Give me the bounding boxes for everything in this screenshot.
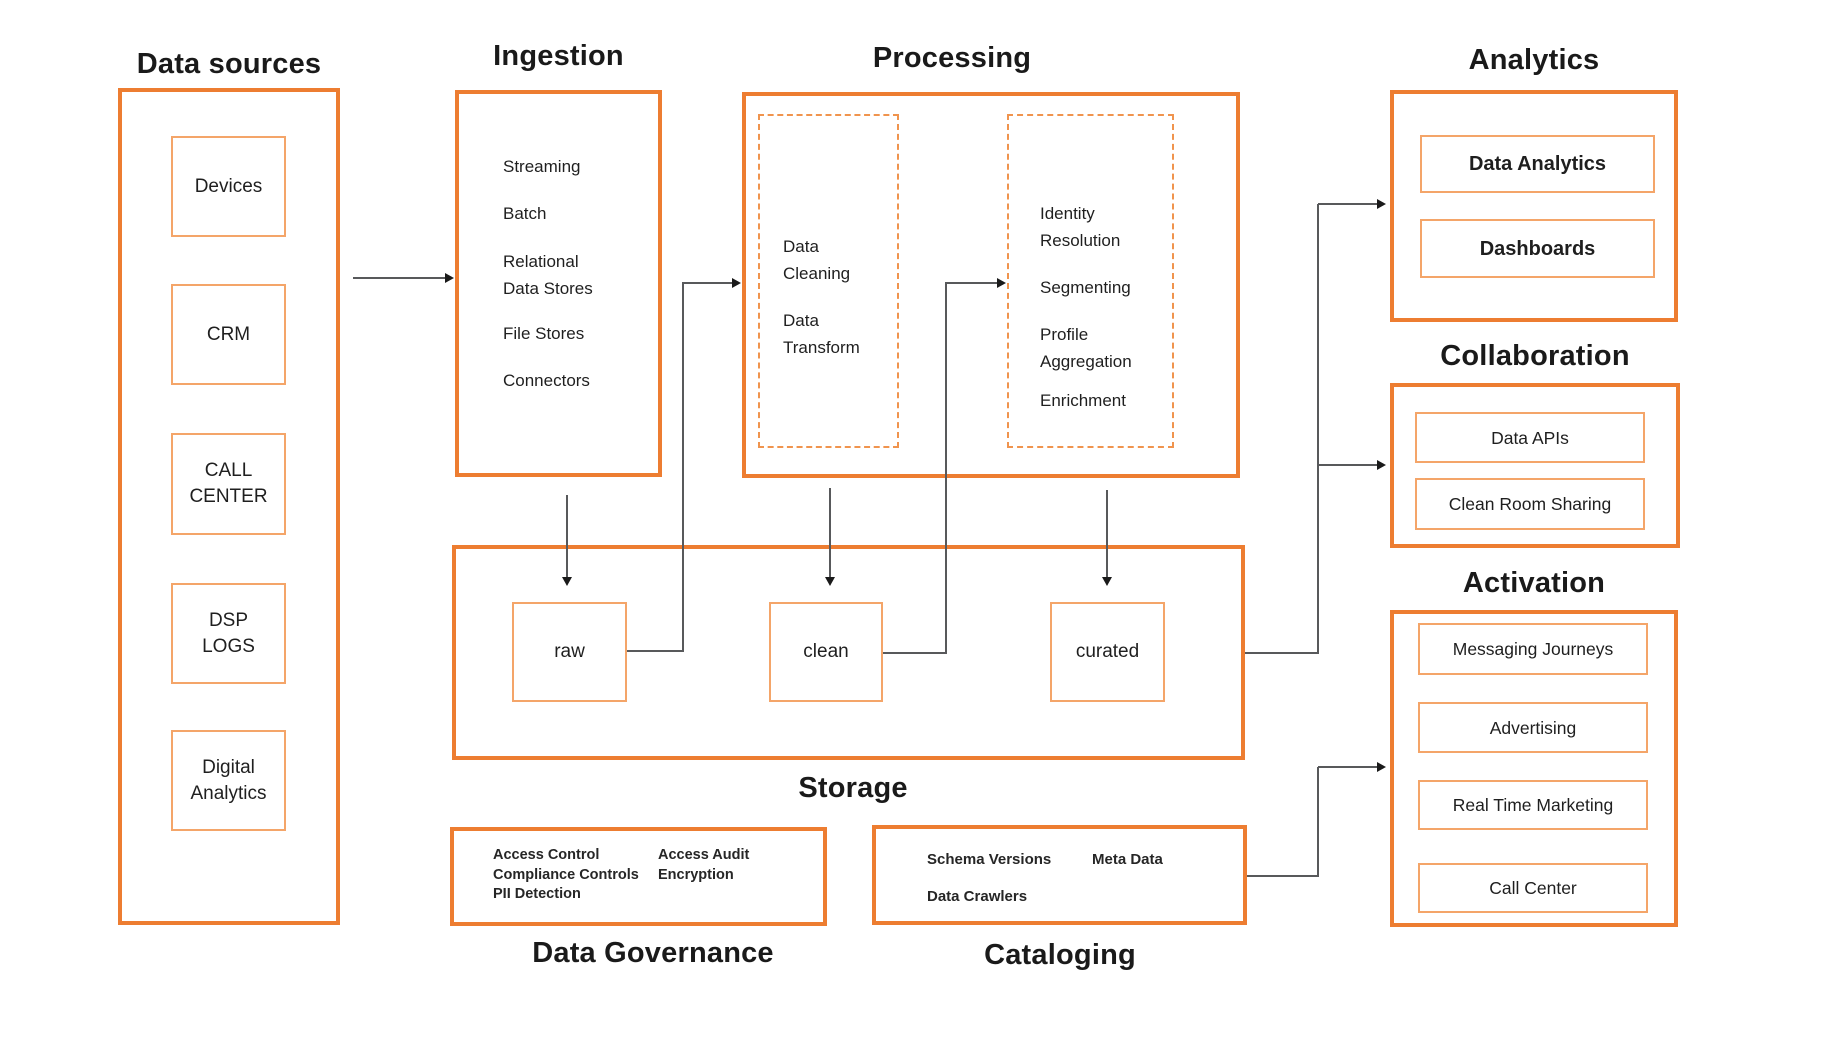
ingestion-panel: Streaming Batch Relational Data Stores F…	[455, 90, 662, 477]
processing-title: Processing	[872, 42, 1032, 74]
collaboration-box-data-apis: Data APIs	[1415, 412, 1645, 463]
governance-right-items: Access Audit Encryption	[658, 847, 750, 883]
ingestion-item-streaming: Streaming	[503, 157, 581, 176]
processing-item-segmenting: Segmenting	[1040, 278, 1131, 297]
storage-zone-curated: curated	[1050, 602, 1165, 702]
cataloging-panel: Schema Versions Meta Data Data Crawlers	[872, 825, 1247, 925]
connector-cataloging-elbow-h1	[1247, 875, 1319, 877]
processing-identity-dashed-box	[1007, 114, 1174, 448]
storage-title: Storage	[798, 772, 908, 804]
analytics-box-data-analytics: Data Analytics	[1420, 135, 1655, 193]
arrow-processing-to-clean	[825, 577, 835, 586]
arrow-processing-to-curated	[1102, 577, 1112, 586]
collaboration-panel: Data APIs Clean Room Sharing	[1390, 383, 1680, 548]
activation-box-advertising: Advertising	[1418, 702, 1648, 753]
source-box-devices: Devices	[171, 136, 286, 237]
source-label: CALL CENTER	[189, 460, 268, 507]
arrow-trunk-to-analytics	[1377, 199, 1386, 209]
arrow-ingestion-to-raw	[562, 577, 572, 586]
zone-label: raw	[554, 641, 585, 662]
data-governance-panel: Access Control Compliance Controls PII D…	[450, 827, 827, 926]
activation-panel: Messaging Journeys Advertising Real Time…	[1390, 610, 1678, 927]
collaboration-label: Data APIs	[1491, 427, 1569, 448]
connector-processing-to-clean-line	[829, 488, 831, 577]
activation-title: Activation	[1462, 567, 1606, 599]
activation-label: Advertising	[1489, 717, 1577, 738]
cataloging-item-schema-versions: Schema Versions	[927, 851, 1052, 868]
connector-clean-elbow-h2	[946, 282, 998, 284]
analytics-title: Analytics	[1468, 44, 1600, 76]
arrow-cataloging-to-activation	[1377, 762, 1386, 772]
collaboration-box-clean-room-sharing: Clean Room Sharing	[1415, 478, 1645, 530]
connector-clean-elbow-v	[945, 282, 947, 653]
processing-item-data-transform: Data Transform	[783, 311, 860, 357]
analytics-label: Data Analytics	[1468, 153, 1607, 175]
cataloging-item-meta-data: Meta Data	[1092, 851, 1163, 868]
connector-trunk-to-collaboration-h	[1318, 464, 1378, 466]
source-box-digital-analytics: Digital Analytics	[171, 730, 286, 831]
source-label: DSP LOGS	[202, 609, 255, 657]
source-box-dsp-logs: DSP LOGS	[171, 583, 286, 684]
connector-sources-to-ingestion-line	[353, 277, 446, 279]
zone-label: clean	[803, 641, 849, 662]
connector-processing-to-curated-line	[1106, 490, 1108, 577]
storage-zone-clean: clean	[769, 602, 883, 702]
connector-clean-elbow-h1	[883, 652, 947, 654]
activation-label: Messaging Journeys	[1452, 639, 1614, 659]
collaboration-label: Clean Room Sharing	[1448, 494, 1612, 514]
connector-raw-elbow-v	[682, 282, 684, 651]
data-sources-title: Data sources	[136, 48, 322, 80]
source-box-crm: CRM	[171, 284, 286, 385]
source-label: CRM	[206, 323, 251, 345]
analytics-panel: Data Analytics Dashboards	[1390, 90, 1678, 322]
connector-storage-trunk-h	[1245, 652, 1319, 654]
data-governance-title: Data Governance	[532, 937, 774, 969]
ingestion-title: Ingestion	[493, 40, 624, 72]
connector-raw-elbow-h2	[683, 282, 733, 284]
connector-raw-elbow-h1	[627, 650, 684, 652]
arrow-sources-to-ingestion	[445, 273, 454, 283]
connector-storage-trunk-v	[1317, 204, 1319, 653]
connector-ingestion-to-raw-line	[566, 495, 568, 577]
arrow-raw-to-processing	[732, 278, 741, 288]
connector-cataloging-elbow-h2	[1318, 766, 1378, 768]
data-sources-panel: Devices CRM CALL CENTER DSP LOGS Digital…	[118, 88, 340, 925]
analytics-box-dashboards: Dashboards	[1420, 219, 1655, 278]
activation-label: Call Center	[1489, 878, 1577, 898]
activation-label: Real Time Marketing	[1452, 795, 1614, 815]
activation-box-real-time-marketing: Real Time Marketing	[1418, 780, 1648, 830]
governance-left-items: Access Control Compliance Controls PII D…	[493, 847, 639, 902]
processing-item-identity-resolution: Identity Resolution	[1040, 204, 1121, 250]
source-box-call-center: CALL CENTER	[171, 433, 286, 535]
source-label: Devices	[194, 175, 263, 197]
connector-cataloging-elbow-v	[1317, 767, 1319, 876]
cataloging-title: Cataloging	[984, 939, 1136, 971]
processing-cleaning-dashed-box	[758, 114, 899, 448]
storage-panel: raw clean curated	[452, 545, 1245, 760]
arrow-trunk-to-collaboration	[1377, 460, 1386, 470]
source-label: Digital Analytics	[190, 756, 267, 804]
ingestion-item-file-stores: File Stores	[503, 324, 585, 343]
connector-trunk-to-analytics-h	[1318, 203, 1378, 205]
ingestion-item-connectors: Connectors	[503, 371, 590, 390]
storage-zone-raw: raw	[512, 602, 627, 702]
arrow-clean-to-identity	[997, 278, 1006, 288]
activation-box-messaging-journeys: Messaging Journeys	[1418, 623, 1648, 675]
processing-item-profile-aggregation: Profile Aggregation	[1040, 325, 1132, 371]
cataloging-item-data-crawlers: Data Crawlers	[927, 888, 1028, 905]
analytics-label: Dashboards	[1479, 237, 1596, 260]
zone-label: curated	[1075, 641, 1140, 662]
activation-box-call-center: Call Center	[1418, 863, 1648, 913]
ingestion-item-batch: Batch	[503, 204, 547, 223]
collaboration-title: Collaboration	[1440, 340, 1630, 372]
processing-panel: Data Cleaning Data Transform Identity Re…	[742, 92, 1240, 478]
processing-item-enrichment: Enrichment	[1040, 391, 1126, 410]
processing-item-data-cleaning: Data Cleaning	[783, 237, 851, 283]
ingestion-item-relational-data-stores: Relational Data Stores	[503, 252, 593, 298]
